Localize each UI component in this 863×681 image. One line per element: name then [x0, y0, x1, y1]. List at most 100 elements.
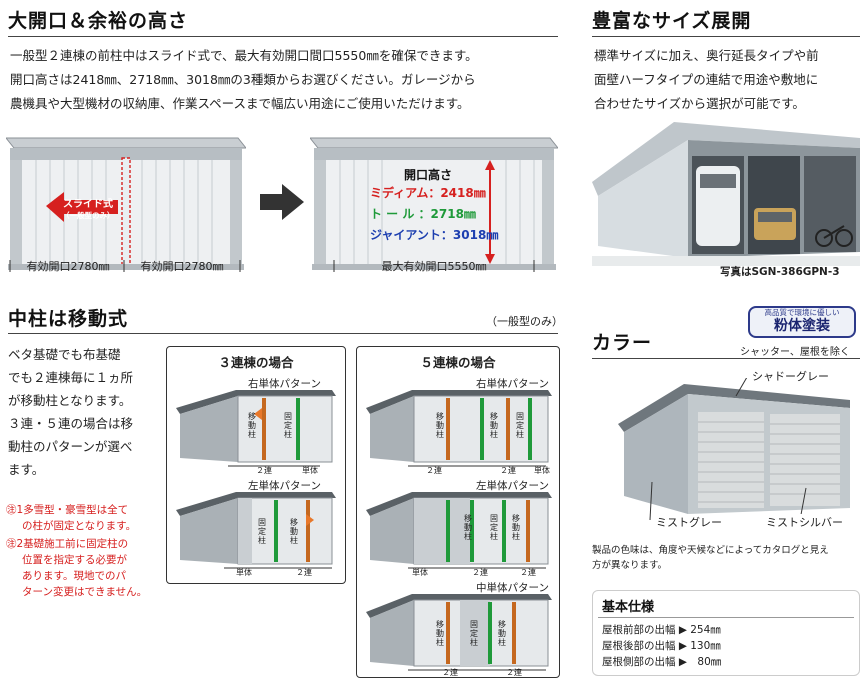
fixed-post-tag: 固定柱 [284, 412, 292, 439]
moving-post-tag: 移動柱 [498, 620, 506, 647]
note-mark: ㊟1 [6, 504, 24, 516]
description-line: 動柱のパターンが選べ [8, 439, 133, 454]
two-bay-tag: ２連 [520, 568, 536, 577]
exclusion-note: シャッター、屋根を除く [740, 347, 850, 358]
section-rule [8, 333, 558, 334]
height-medium: ミディアム：2418㎜ [370, 186, 486, 200]
two-bay-tag: ２連 [506, 668, 522, 677]
description-line: 一般型２連棟の前柱中はスライド式で、最大有効開口間口5550㎜を確保できます。 [10, 48, 478, 63]
basic-spec-panel [592, 590, 860, 676]
height-tall: ト ー ル ：2718㎜ [370, 207, 476, 221]
photo-caption: 写真はSGN-386GPN-3 [720, 266, 840, 278]
garage-max-opening-illustration [310, 137, 558, 270]
max-opening-width: 最大有効開口5550㎜ [381, 260, 487, 273]
basic-spec-title: 基本仕様 [602, 600, 655, 615]
triple-garage-photo [592, 122, 860, 266]
five-bay-left-single-diagram [366, 492, 552, 569]
spec-row: 屋根前部の出幅 ▶ 254㎜ [602, 624, 721, 636]
moving-post-tag: 移動柱 [248, 412, 256, 439]
description-line: 開口高さは2418㎜、2718㎜、3018㎜の3種類からお選びください。ガレージ… [10, 72, 476, 87]
two-bay-tag: ２連 [500, 466, 516, 475]
large-opening-description: 一般型２連棟の前柱中はスライド式で、最大有効開口間口5550㎜を確保できます。 … [10, 44, 560, 116]
description-line: 標準サイズに加え、奥行延長タイプや前 [594, 48, 819, 63]
slide-sub-label: （一般型のみ） [62, 211, 115, 220]
basic-spec-list: 屋根前部の出幅 ▶ 254㎜ 屋根後部の出幅 ▶ 130㎜ 屋根側部の出幅 ▶ … [602, 622, 721, 670]
five-bay-title: ５連棟の場合 [420, 355, 496, 370]
description-line: 農機具や大型機材の収納庫、作業スペースまで幅広い用途にご使用いただけます。 [10, 96, 470, 111]
opening-dimension-lines [9, 260, 241, 272]
garage-two-bay-illustration [6, 137, 246, 270]
note-2: ㊟2基礎施工前に固定柱の 位置を指定する必要が あります。現地でのパ ターン変更… [6, 536, 156, 600]
color-disclaimer: 製品の色味は、角度や天候などによってカタログと見え 方が異なります。 [592, 543, 860, 573]
right-single-label-3: 右単体パターン [248, 378, 321, 390]
three-bay-title: ３連棟の場合 [218, 355, 294, 370]
color-sample-garage [618, 378, 850, 521]
powder-coating-badge: 高品質で環境に優しい 粉体塗装 [748, 306, 856, 338]
moving-post-tag: 移動柱 [464, 514, 472, 541]
color-mist-gray: ミストグレー [654, 514, 724, 530]
spec-rule [598, 617, 854, 618]
slide-label: スライド式 [63, 199, 113, 210]
slide-post-label: スライド式 （一般型のみ） [62, 199, 115, 221]
moving-post-subtitle: （一般型のみ） [486, 315, 563, 328]
five-bay-center-single-diagram [366, 594, 552, 671]
note-line: の柱が固定となります。 [22, 520, 137, 532]
section-title-color: カラー [592, 332, 653, 354]
description-line: でも２連棟毎に１ヵ所 [8, 370, 134, 385]
three-bay-left-single-diagram [176, 492, 336, 569]
disclaimer-line: 製品の色味は、角度や天候などによってカタログと見え [592, 545, 829, 556]
moving-post-description: ベタ基礎でも布基礎 でも２連棟毎に１ヵ所 が移動柱となります。 ３連・５連の場合… [8, 343, 158, 481]
note-line: ターン変更はできません。 [22, 586, 148, 598]
color-shadow-gray: シャドーグレー [752, 370, 829, 383]
fixed-post-tag: 固定柱 [258, 518, 266, 545]
section-rule [8, 36, 558, 37]
spec-row: 屋根後部の出幅 ▶ 130㎜ [602, 640, 721, 652]
spec-row: 屋根側部の出幅 ▶ 80㎜ [602, 656, 722, 668]
two-bay-tag: ２連 [256, 466, 272, 475]
section-title-large-opening: 大開口＆余裕の高さ [8, 10, 189, 32]
description-line: 合わせたサイズから選択が可能です。 [594, 96, 805, 111]
two-bay-tag: ２連 [472, 568, 488, 577]
color-mist-silver: ミストシルバー [764, 514, 845, 530]
fixed-post-tag: 固定柱 [490, 514, 498, 541]
two-bay-tag: ２連 [426, 466, 442, 475]
sizes-description: 標準サイズに加え、奥行延長タイプや前 面壁ハーフタイプの連結で用途や敷地に 合わ… [594, 44, 860, 116]
note-line: 多雪型・豪雪型は全て [23, 504, 129, 516]
single-tag: 単体 [302, 466, 318, 475]
note-mark: ㊟2 [6, 538, 24, 550]
description-line: が移動柱となります。 [8, 393, 132, 408]
single-tag: 単体 [236, 568, 252, 577]
note-line: あります。現地でのパ [22, 570, 126, 582]
left-opening-width: 有効開口2780㎜ [26, 260, 110, 273]
arrow-right-icon [260, 184, 304, 220]
moving-post-tag: 移動柱 [512, 514, 520, 541]
description-line: ます。 [8, 462, 45, 477]
description-line: ３連・５連の場合は移 [8, 416, 134, 431]
description-line: 面壁ハーフタイプの連結で用途や敷地に [594, 72, 819, 87]
right-single-label-5: 右単体パターン [476, 378, 549, 390]
max-opening-dimension [333, 260, 535, 272]
section-rule [592, 36, 860, 37]
height-giant: ジャイアント：3018㎜ [370, 228, 499, 242]
badge-main-text: 粉体塗装 [774, 318, 830, 334]
section-title-sizes: 豊富なサイズ展開 [592, 10, 752, 32]
right-opening-width: 有効開口2780㎜ [140, 260, 224, 273]
moving-post-tag: 移動柱 [436, 412, 444, 439]
single-tag: 単体 [412, 568, 428, 577]
moving-post-tag: 移動柱 [490, 412, 498, 439]
moving-post-tag: 移動柱 [290, 518, 298, 545]
opening-height-title: 開口高さ [404, 168, 453, 182]
left-single-label-3: 左単体パターン [248, 480, 321, 492]
left-single-label-5: 左単体パターン [476, 480, 549, 492]
center-single-label-5: 中単体パターン [476, 582, 549, 594]
two-bay-tag: ２連 [296, 568, 312, 577]
badge-top-text: 高品質で環境に優しい [764, 308, 840, 317]
five-bay-right-single-diagram [366, 390, 552, 467]
note-line: 位置を指定する必要が [22, 554, 127, 566]
section-title-moving-post: 中柱は移動式 [8, 308, 129, 330]
two-bay-tag: ２連 [442, 668, 458, 677]
fixed-post-tag: 固定柱 [470, 620, 478, 647]
section-rule [592, 358, 860, 359]
fixed-post-tag: 固定柱 [516, 412, 524, 439]
single-tag: 単体 [534, 466, 550, 475]
